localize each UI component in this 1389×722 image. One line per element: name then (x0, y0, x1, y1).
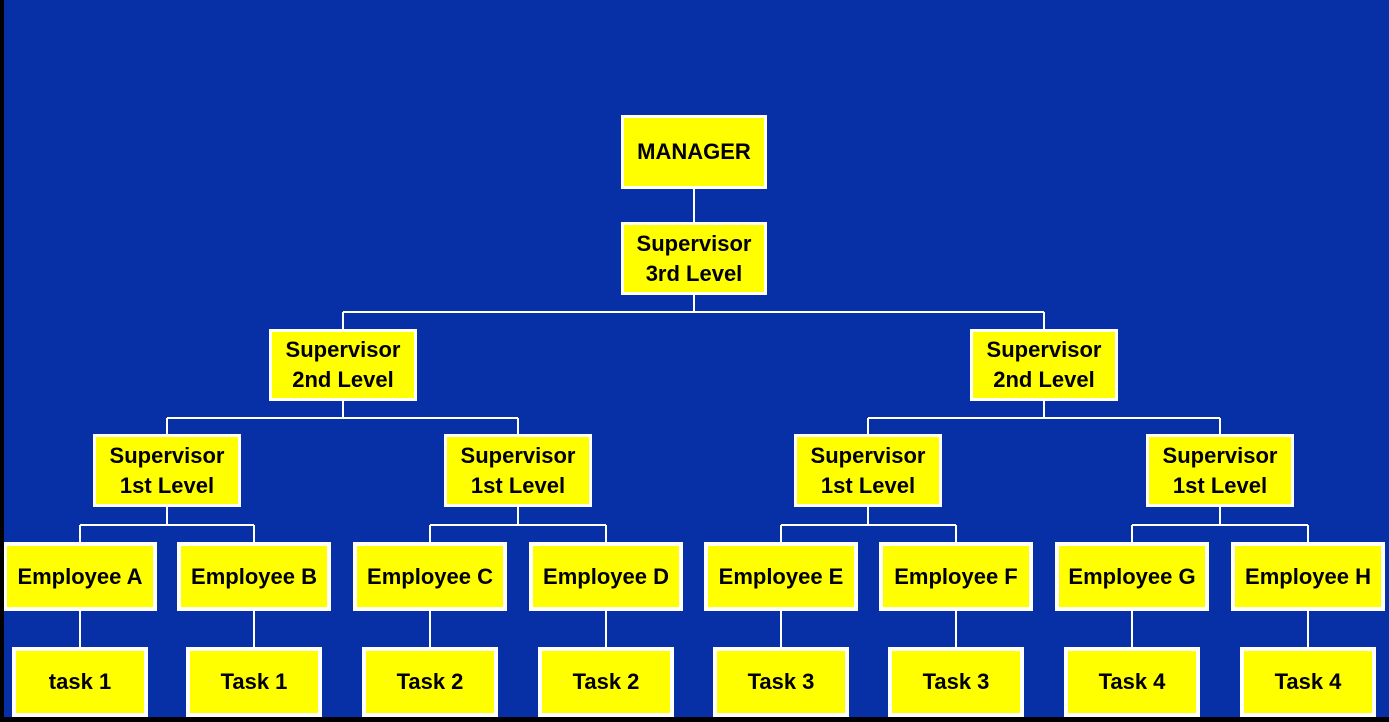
node-employee-h: Employee H (1231, 542, 1385, 611)
node-supervisor-1st-2: Supervisor 1st Level (444, 434, 592, 507)
node-supervisor-1st-1: Supervisor 1st Level (93, 434, 241, 507)
node-task-1-lower: task 1 (12, 647, 148, 717)
node-task-3-a: Task 3 (713, 647, 849, 717)
node-supervisor-3rd: Supervisor 3rd Level (621, 222, 767, 295)
bottom-black-bar (0, 717, 1389, 722)
node-supervisor-2nd-left: Supervisor 2nd Level (269, 329, 417, 401)
node-supervisor-1st-3: Supervisor 1st Level (794, 434, 942, 507)
node-task-2-b: Task 2 (538, 647, 674, 717)
node-employee-a: Employee A (3, 542, 157, 611)
node-task-2-a: Task 2 (362, 647, 498, 717)
node-task-3-b: Task 3 (888, 647, 1024, 717)
node-task-4-a: Task 4 (1064, 647, 1200, 717)
node-employee-e: Employee E (704, 542, 858, 611)
node-employee-d: Employee D (529, 542, 683, 611)
node-task-1: Task 1 (186, 647, 322, 717)
node-task-4-b: Task 4 (1240, 647, 1376, 717)
node-employee-f: Employee F (879, 542, 1033, 611)
node-manager: MANAGER (621, 115, 767, 189)
node-employee-b: Employee B (177, 542, 331, 611)
left-black-bar (0, 0, 4, 722)
node-employee-c: Employee C (353, 542, 507, 611)
node-employee-g: Employee G (1055, 542, 1209, 611)
node-supervisor-1st-4: Supervisor 1st Level (1146, 434, 1294, 507)
node-supervisor-2nd-right: Supervisor 2nd Level (970, 329, 1118, 401)
